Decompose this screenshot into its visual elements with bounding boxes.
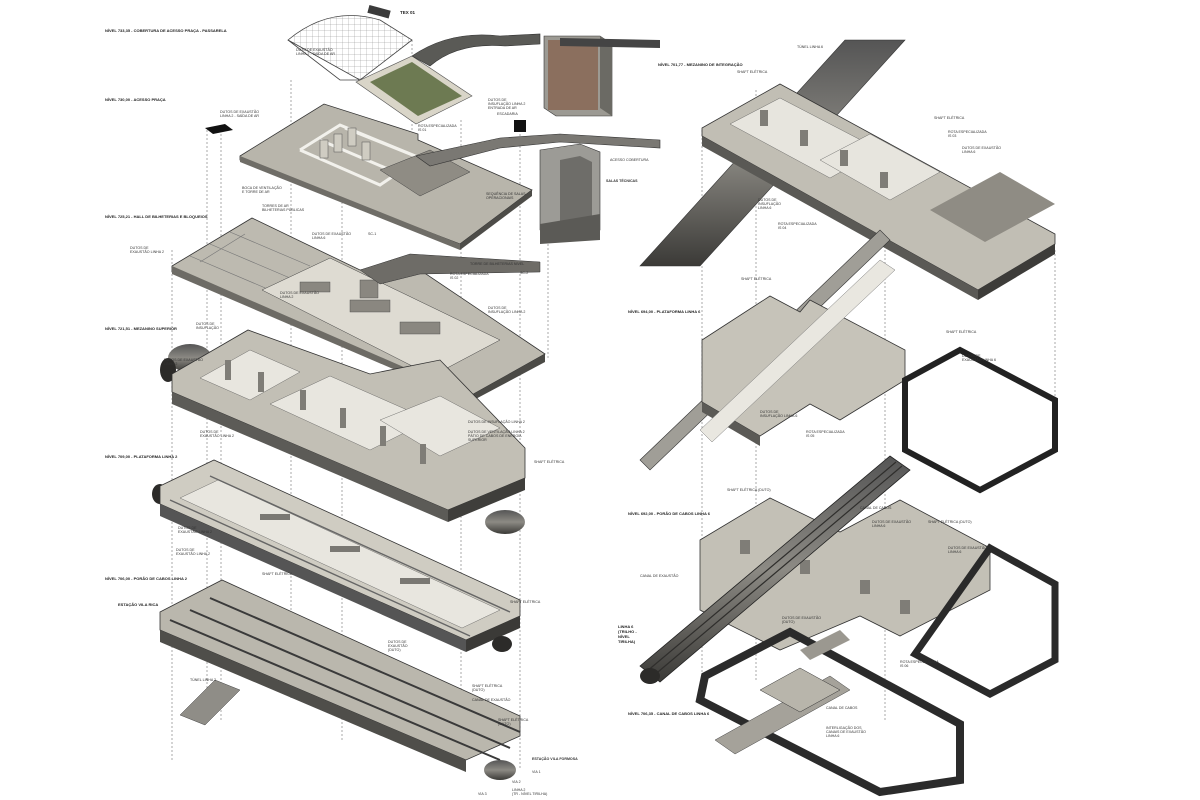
callout-insufflation-duct: DUTOS DE INSUFLAÇÃO LINHA 2 ENTRADA DE A… [488, 98, 526, 111]
callout-cable-canal-r2: CANAL DE CABOS [826, 706, 858, 710]
callout-insufflation-r2: DUTOS DE INSUFLAÇÃO LINHA 6 [760, 410, 798, 419]
level-cable-canal-line6 [695, 627, 964, 797]
level-label-cable-basement-l6: NÍVEL 692,00 - PORÃO DE CABOS LINHA 6 [628, 511, 711, 516]
callout-shaft-r3b: SHAFT ELÉTRICA [946, 330, 977, 334]
callout-exhaust-duct-1: DUTO DE EXAUSTÃO LINHA 2 - SAÍDA DE AR [296, 48, 335, 57]
callout-specialized-route: ROTA ESPECIALIZADA IS 01 [418, 124, 457, 133]
callout-exhaust-mezz: DUTOS DE EXAUSTÃO LINHA 2 [164, 358, 204, 367]
top-tag: TEX 01 [400, 10, 416, 15]
callout-sc1: SC-1 [368, 232, 377, 236]
callout-tunnel-l6: TÚNEL LINHA 6 [797, 45, 824, 49]
level-integration-mezzanine [639, 39, 1056, 300]
level-ticket-hall [171, 217, 546, 402]
level-cable-basement-line6 [639, 455, 1059, 698]
callout-line2: LINHA 2 (TR - NÍVEL TIRILHA) [512, 788, 548, 797]
callout-shaft-r1: SHAFT ELÉTRICA [737, 70, 768, 74]
level-label-upper-mezzanine: NÍVEL 721,51 - MEZANINO SUPERIOR [105, 326, 177, 331]
callout-shaft-basement: SHAFT ELÉTRICA (DUTO) [472, 684, 503, 693]
callout-specialized-r3: ROTA ESPECIALIZADA IS 05 [806, 430, 845, 439]
callout-shaft-r2: SHAFT ELÉTRICA [934, 116, 965, 120]
callout-specialized-r2: ROTA ESPECIALIZADA IS 04 [778, 222, 817, 231]
level-label-line6-track: LINHA 6 (TRILHO - NÍVEL TIRILHA) [618, 624, 637, 644]
callout-sc2: SC-2 [520, 271, 529, 275]
callout-shaft-r3: SHAFT ELÉTRICA [741, 277, 772, 281]
level-label-cable-basement-l2: NÍVEL 706,00 - PORÃO DE CABOS LINHA 2 [105, 576, 188, 581]
callout-exhaust-r5: DUTOS DE EXAUSTÃO (DUTO) [782, 616, 822, 625]
callout-shaft-platform-2: SHAFT ELÉTRICA [510, 600, 541, 604]
level-label-integration-mezzanine: NÍVEL 701,77 - MEZANINO DE INTEGRAÇÃO [658, 62, 743, 67]
callout-operational-rooms: SEQUÊNCIA DE SALAS OPERACIONAIS [486, 192, 526, 201]
callout-ventilation-cables: DUTOS DE VENTILAÇÃO LINHA 2 PÁTIO DE CAB… [468, 430, 525, 443]
callout-exhaust-platform: DUTOS DE EXAUSTÃO LINHA 2 [178, 526, 212, 535]
callout-insufflation: DUTOS DE INSUFLAÇÃO [196, 322, 219, 331]
level-label-station: ESTAÇÃO VILA RICA [118, 602, 159, 607]
callout-technical-rooms: SALAS TÉCNICAS [606, 179, 638, 183]
callout-exhaust-r2: DUTOS DE EXAUSTÃO LINHA 6 [962, 354, 996, 363]
level-label-platform-l6: NÍVEL 694,00 - PLATAFORMA LINHA 6 [628, 309, 701, 314]
callout-specialized-r4: ROTA ESPECIALIZADA IS 06 [900, 660, 939, 669]
callout-shaft-basement-2: SHAFT ELÉTRICA (DUTO) [498, 718, 529, 727]
callout-insufflation-platform: DUTOS DE EXAUSTÃO LINHA 2 [176, 548, 210, 557]
level-platform-line6 [639, 229, 1058, 494]
level-canopy [287, 5, 660, 125]
callout-ticket-tower: TORRE DE BILHETERIAS NIVEL [470, 262, 525, 266]
level-upper-mezzanine [160, 329, 526, 534]
callout-insufflation-mezz: DUTOS DE INSUFLAÇÃO LINHA 2 [468, 420, 525, 424]
callout-air-towers: TORRES DE AR BILHETERIAS PÚBLICAS [262, 204, 305, 213]
callout-exhaust-duct-2: DUTOS DE EXAUSTÃO LINHA 2 - SAÍDA DE AR [220, 110, 260, 119]
callout-shaft-mezz: SHAFT ELÉTRICA [534, 460, 565, 464]
level-label-plaza-access: NÍVEL 730,00 - ACESSO PRAÇA [105, 97, 166, 102]
callout-exhaust-canal-r: CANAL DE EXAUSTÃO [640, 574, 679, 578]
callout-shaft-platform: SHAFT ELÉTRICA [262, 572, 293, 576]
callout-air-vents: BOCA DE VENTILAÇÃO E TORRE DE AR [242, 186, 282, 195]
callout-exhaust-basement: DUTOS DE EXAUSTÃO (DUTO) [388, 640, 408, 653]
callout-insufflation-l2-hall: DUTOS DE INSUFLAÇÃO LINHA 2 [488, 306, 526, 315]
callout-via2: VIA 2 [512, 780, 521, 784]
callout-tunnel-l2: TÚNEL LINHA 2 [190, 678, 217, 682]
level-plaza-access [205, 103, 661, 250]
callout-roof-access: ACESSO COBERTURA [610, 158, 649, 162]
callout-cable-canal-r: CANAL DE CABOS [860, 506, 892, 510]
level-label-roof: NÍVEL 733,35 - COBERTURA DE ACESSO PRAÇA… [105, 28, 227, 33]
callout-via3: VIA 3 [478, 792, 487, 796]
level-platform-line2 [152, 459, 521, 652]
callout-exhaust-l2-hall-2: DUTOS DE EXAUSTÃO LINHA 2 [280, 291, 320, 300]
callout-shaft-r4: SHAFT ELÉTRICA (DUTO) [727, 488, 771, 492]
callout-exhaust-l2-hall: DUTOS DE EXAUSTÃO LINHA 2 [130, 246, 164, 255]
level-label-ticket-hall: NÍVEL 725,21 - HALL DE BILHETERIAS E BLO… [105, 214, 208, 219]
callout-exhaust-r4: DUTOS DE EXAUSTÃO LINHA 6 [948, 546, 988, 555]
callout-insufflation-r: DUTOS DE INSUFLAÇÃO LINHA 6 [758, 198, 781, 211]
callout-staircase: ESCADARIA [497, 112, 518, 116]
callout-specialized-route-2: ROTA ESPECIALIZADA IS 02 [450, 272, 489, 281]
callout-via1: VIA 1 [532, 770, 541, 774]
callout-station-vila-formosa: ESTAÇÃO VILA FORMOSA [532, 757, 578, 761]
callout-exhaust-r3: DUTOS DE EXAUSTÃO LINHA 6 [872, 520, 912, 529]
callout-interconnection: INTERLIGAÇÃO DOS CANAIS DE EXAUSTÃO LINH… [826, 726, 866, 739]
callout-exhaust-canal: CANAL DE EXAUSTÃO [472, 698, 511, 702]
level-cable-basement-line2 [159, 579, 521, 780]
callout-specialized-r: ROTA ESPECIALIZADA IS 03 [948, 130, 987, 139]
callout-exhaust-l6-hall: DUTOS DE EXAUSTÃO LINHA 6 [312, 232, 352, 241]
callout-exhaust-mezz-2: DUTOS DE EXAUSTÃO LINHA 2 [200, 430, 234, 439]
callout-shaft-r5: SHAFT ELÉTRICA (DUTO) [928, 520, 972, 524]
level-label-cable-canal-l6: NÍVEL 706,35 - CANAL DE CABOS LINHA 6 [628, 711, 710, 716]
level-label-platform-l2: NÍVEL 709,00 - PLATAFORMA LINHA 2 [105, 454, 178, 459]
callout-exhaust-r: DUTOS DE EXAUSTÃO LINHA 6 [962, 146, 1002, 155]
